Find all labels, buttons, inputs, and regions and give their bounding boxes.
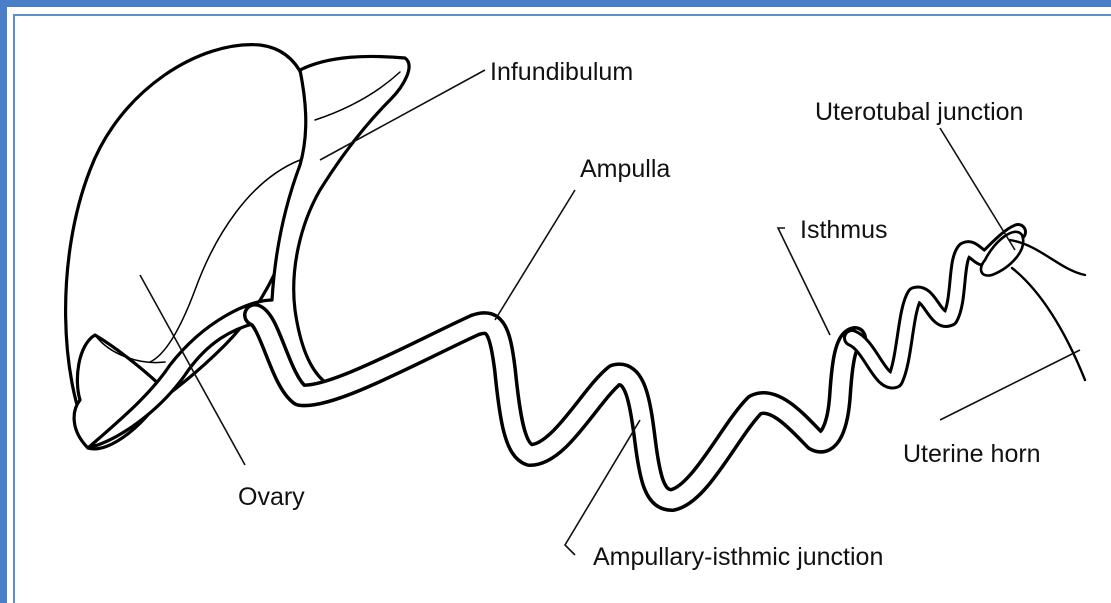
ovary-shape	[66, 45, 312, 449]
label-uterine-horn: Uterine horn	[903, 440, 1041, 468]
label-ovary: Ovary	[238, 483, 305, 511]
label-ampullary-isthmic-junction: Ampullary-isthmic junction	[593, 543, 883, 571]
oviduct-tube	[255, 315, 855, 500]
label-isthmus: Isthmus	[800, 216, 888, 244]
ampulla-leader	[495, 190, 575, 320]
uterine-horn-shape	[981, 232, 1085, 380]
ampullary-isthmic-junction-leader	[565, 420, 640, 555]
label-uterotubal-junction: Uterotubal junction	[815, 98, 1023, 126]
uterine-horn-leader	[940, 350, 1080, 420]
label-infundibulum: Infundibulum	[490, 58, 633, 86]
uterotubal-junction-leader	[940, 128, 1015, 250]
isthmus-leader	[778, 228, 830, 335]
label-ampulla: Ampulla	[580, 155, 670, 183]
